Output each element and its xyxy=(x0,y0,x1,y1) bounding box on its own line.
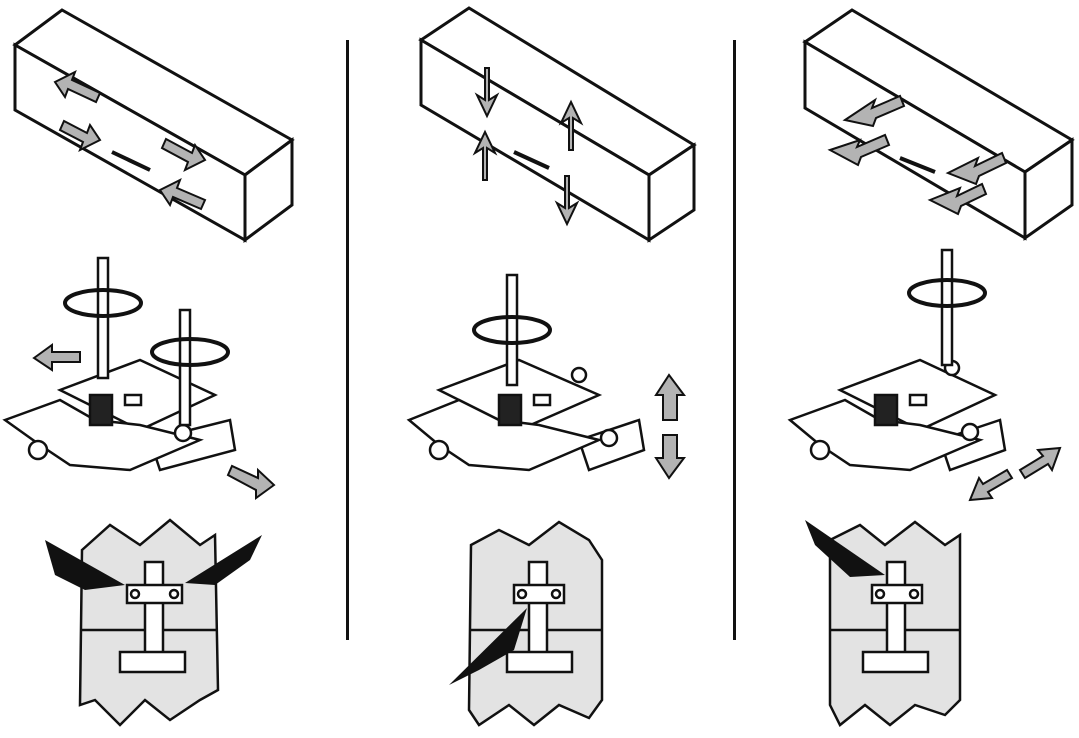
rotate-arrow-icon xyxy=(65,290,228,365)
panel-2-drawing xyxy=(359,0,718,738)
panel-1-drawing xyxy=(0,0,359,738)
hinge-icon xyxy=(409,360,644,470)
cabinet-door-box xyxy=(15,10,292,240)
hinge-icon xyxy=(790,360,1005,470)
panel-side-adjustment xyxy=(0,0,359,738)
panel-height-adjustment xyxy=(359,0,718,738)
panel-3-drawing xyxy=(720,0,1079,738)
hinge-arrows xyxy=(656,375,684,478)
panel-depth-adjustment xyxy=(720,0,1079,738)
hinge-icon xyxy=(5,360,235,470)
screwdriver-icon xyxy=(507,275,517,385)
